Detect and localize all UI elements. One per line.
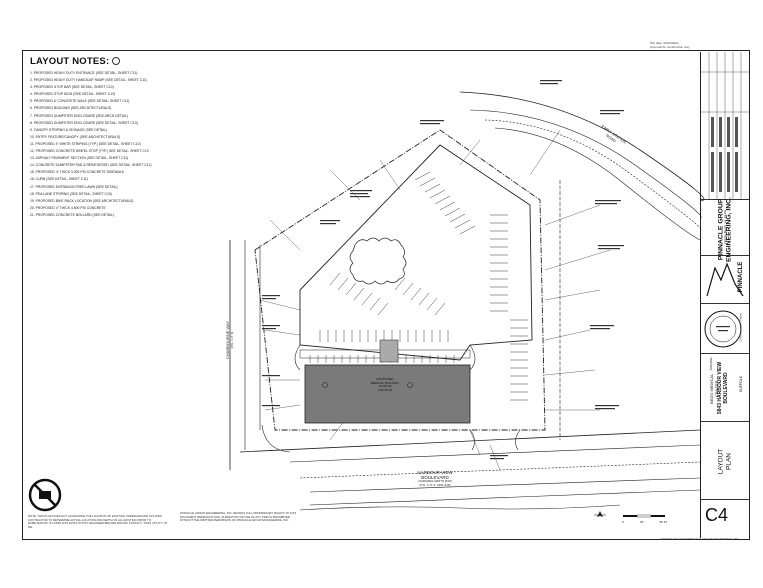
property-line (254, 129, 546, 431)
layout-note-item: 2. PROPOSED HEAVY DUTY HANDICAP RAMP (SE… (30, 78, 147, 83)
parking-stalls-upper (309, 171, 528, 401)
building-note-marker-1 (322, 382, 328, 388)
road-label-west: CHARBOURNE WAY (P.G. 3, P. 6) (225, 300, 235, 380)
parking-lot-outline (299, 144, 533, 361)
scale-label-50: 50 FT. (659, 520, 668, 524)
road-label-south: HARBOUR VIEW BOULEVARD (VARIABLE WIDTH R… (400, 470, 470, 488)
revision-table (701, 52, 749, 200)
project-address-line-2: BOULEVARD (723, 372, 729, 404)
layout-note-item: 16. CURB (SEE DETAIL, SHEET C11) (30, 177, 88, 182)
sheet-title: LAYOUT PLAN (718, 426, 733, 498)
road-edge-south-1 (239, 429, 701, 453)
layout-note-item: 10. ENTRY FEATURE/CANOPY (SEE ARCHITECTU… (30, 134, 121, 139)
layout-note-item: 12. PROPOSED CONCRETE WHEEL STOP (TYP.) … (30, 149, 149, 154)
info-circle-icon (112, 57, 121, 66)
road-edge-south-3 (309, 477, 701, 493)
plot-note-line-1: Plot date: 03/04/2024 (650, 41, 679, 45)
road-centerline-north (484, 119, 701, 229)
layout-note-item: 21. PROPOSED CONCRETE BOLLARD (SEE DETAI… (30, 212, 115, 217)
layout-note-item: 9. CANOPY STRIPING & SIGNAGE (SEE DETAIL… (30, 127, 108, 132)
layout-note-item: 13. ASPHALT PAVEMENT SECTION (SEE DETAIL… (30, 156, 129, 161)
road-south-line-1: HARBOUR VIEW (417, 470, 453, 475)
copyright-note: PINNACLE GROUP ENGINEERING, INC. RETAINS… (180, 511, 297, 523)
scale-label-25: 25 (639, 520, 644, 524)
layout-notes-list: 1. PROPOSED HEAVY DUTY ENTRANCE (SEE DET… (30, 70, 162, 219)
layout-note-item: 11. PROPOSED 4" WHITE STRIPING (TYP.) (S… (30, 141, 141, 146)
entrance-curb-returns (294, 344, 476, 371)
graphic-scale: 0 25 50 FT. (622, 512, 668, 524)
road-south-sub-1: (VARIABLE WIDTH R/W) (418, 479, 452, 483)
seal-text: Commonwealth of Virginia (739, 312, 743, 343)
plot-note-line-2: Approval for construction only (650, 44, 690, 49)
layout-notes-title-text: LAYOUT NOTES: (30, 56, 110, 67)
project-block: BEDO MEDICAL CENTER 5843 HARBOUR VIEW BO… (701, 354, 749, 422)
revision-block (701, 52, 749, 200)
corner-curb-sw (261, 424, 291, 453)
sidewalk-strip (299, 349, 471, 359)
building-label-3: 12,000 SF (378, 384, 392, 389)
logo-wordmark: PINNACLE (738, 261, 744, 293)
layout-note-item: 4. PROPOSED STOP SIGN (SEE DETAIL, SHEET… (30, 92, 116, 97)
road-edge-north-2 (469, 109, 702, 219)
layout-note-item: 5. PROPOSED 6' CONCRETE WALK (SEE DETAIL… (30, 99, 130, 104)
title-block: PINNACLE GROUP ENGINEERING, INC. Virgini… (700, 52, 749, 538)
plot-note: Plot date: 03/04/2024 Approval for const… (650, 41, 740, 49)
sheet-title-line-1: LAYOUT (717, 448, 725, 475)
firm-logo-icon (706, 262, 744, 297)
south-side-curb (299, 504, 621, 511)
miss-utility-logo-icon (28, 478, 62, 512)
landscape-island (349, 237, 407, 285)
seal-block: Commonwealth of Virginia (701, 304, 749, 354)
proposed-building (304, 364, 471, 424)
building-label: PROPOSED MEDICAL BUILDING 12,000 SF FFE … (355, 377, 415, 392)
road-edge-south-4 (309, 489, 701, 506)
building-note-marker-2 (407, 382, 413, 388)
sheet-title-line-2: PLAN (725, 453, 732, 470)
road-south-sub-2: (P.G. 3, P. 6, 1981-315) (419, 482, 451, 487)
scale-bar (623, 514, 665, 518)
south-entrance-curbs (469, 429, 521, 451)
logo-block: PINNACLE (701, 256, 749, 304)
road-south-line-2: BOULEVARD (421, 475, 449, 480)
layout-note-item: 17. PROPOSED ENTRANCE/TREE LAWN (SEE DET… (30, 184, 118, 189)
layout-note-item: 6. PROPOSED BUILDING (SEE ARCHITECTURALS… (30, 106, 112, 111)
building-label-4: FFE 20.00 (377, 387, 392, 392)
scale-label-0: 0 (622, 520, 624, 524)
layout-note-item: 15. PROPOSED 4" THICK 3,000 PSI CONCRETE… (30, 170, 125, 175)
engineer-seal-icon (704, 310, 742, 348)
copyright-footer: COPYRIGHT © 2024 PINNACLE GROUP ENGINEER… (660, 537, 740, 541)
layout-note-item: 3. PROPOSED STOP BAR (SEE DETAIL, SHEET … (30, 85, 114, 90)
layout-note-item: 20. PROPOSED 4" THICK 4,500 PSI CONCRETE (30, 205, 106, 210)
layout-note-item: 19. PROPOSED BIKE RACK LOCATION (SEE ARC… (30, 198, 134, 203)
layout-note-item: 1. PROPOSED HEAVY DUTY ENTRANCE (SEE DET… (30, 71, 138, 75)
sheet-title-block: LAYOUT PLAN (701, 422, 749, 500)
road-edge-north-1 (459, 91, 705, 201)
layout-notes-title: LAYOUT NOTES: (30, 56, 121, 67)
road-edge-north-3 (494, 127, 701, 241)
firm-address: Virginia Beach, Va. 23462 (723, 209, 727, 245)
layout-note-item: 14. CONCRETE DUMPSTER PAD & REINFORCED (… (30, 163, 152, 168)
road-west-sub: (P.G. 3, P. 6) (230, 331, 234, 349)
north-arrow-icon (594, 511, 606, 517)
building-label-1: PROPOSED (376, 377, 394, 381)
building-label-2: MEDICAL BUILDING (370, 380, 400, 385)
plan-annotation-marks (262, 80, 624, 460)
firm-block: PINNACLE GROUP ENGINEERING, INC. Virgini… (701, 197, 749, 262)
dumpster-enclosure (379, 339, 399, 363)
road-edge-south-2 (289, 444, 701, 463)
layout-note-item: 8. PROPOSED DUMPSTER ENCLOSURE (SEE DETA… (30, 120, 138, 125)
project-state: VIRGINIA (709, 357, 713, 371)
drawing-sheet-border (22, 50, 750, 540)
project-city: SUFFOLK (739, 375, 743, 393)
project-address: 5843 HARBOUR VIEW BOULEVARD (717, 354, 729, 422)
sheet-number: C4 (705, 505, 729, 525)
utility-disclaimer: NOTE: THIS PLAN DOES NOT GUARANTEE THE L… (28, 514, 168, 529)
leader-lines (259, 129, 611, 471)
layout-note-item: 7. PROPOSED DUMPSTER ENCLOSURE (SEE ARCH… (30, 113, 128, 118)
layout-note-item: 18. PEA LANE STRIPING (SEE DETAIL, SHEET… (30, 191, 112, 196)
